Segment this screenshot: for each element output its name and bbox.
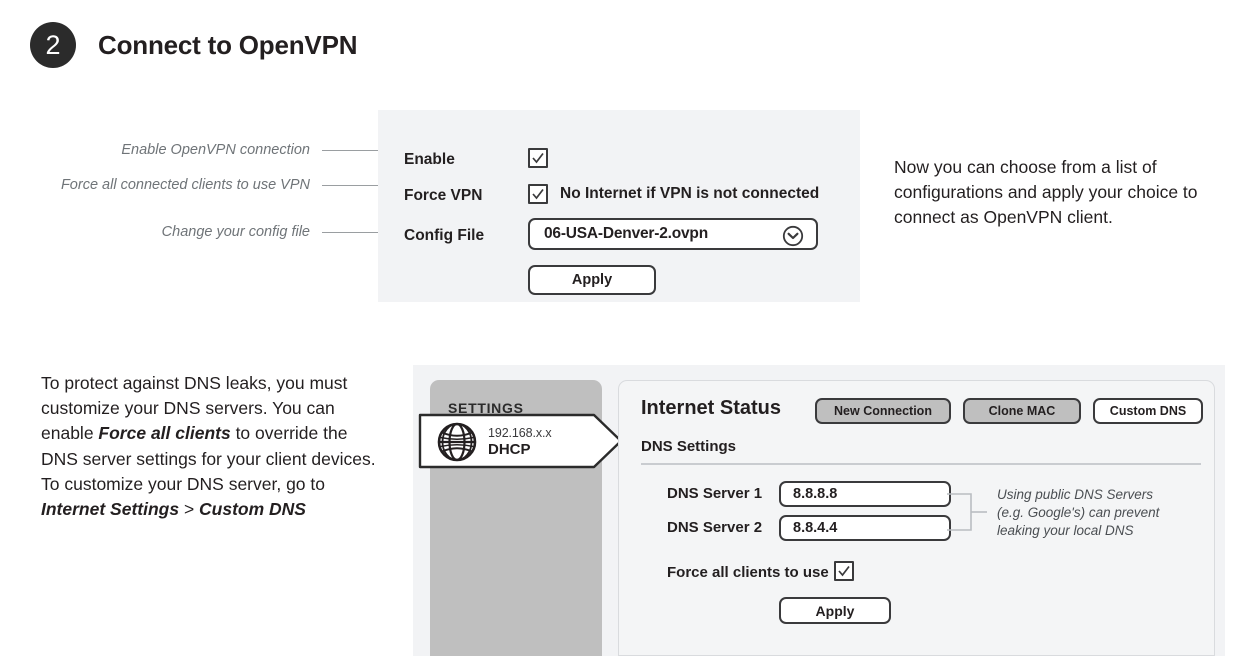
force-all-clients-checkbox[interactable] (834, 561, 854, 581)
dhcp-mode-label: DHCP (488, 441, 531, 458)
checkbox-checked-icon[interactable] (528, 184, 548, 204)
force-vpn-description: No Internet if VPN is not connected (560, 185, 820, 202)
callout-enable-leader (322, 150, 378, 151)
router-settings-panel: SETTINGS 192.168.x.x DHCP Internet Statu… (413, 365, 1225, 656)
config-file-select[interactable]: 06-USA-Denver-2.ovpn (528, 218, 818, 250)
custom-dns-button[interactable]: Custom DNS (1093, 398, 1203, 424)
page-title: Connect to OpenVPN (98, 29, 358, 60)
openvpn-description-text: Now you can choose from a list of config… (894, 157, 1198, 227)
enable-label: Enable (404, 151, 455, 168)
dns-description-text: To protect against DNS leaks, you must c… (41, 371, 381, 522)
chevron-down-circle-icon[interactable] (782, 225, 804, 252)
dns-note-bold3: Custom DNS (199, 498, 306, 519)
dns-note-bold2: Internet Settings (41, 498, 180, 519)
dns-note-bold1: Force all clients (98, 423, 231, 444)
internet-status-content-panel: Internet Status New Connection Clone MAC… (618, 380, 1215, 656)
force-vpn-label: Force VPN (404, 187, 483, 204)
vpn-apply-button[interactable]: Apply (528, 265, 656, 295)
callout-enable-label: Enable OpenVPN connection (121, 142, 310, 158)
section-divider (641, 463, 1201, 465)
dns-server-1-input[interactable]: 8.8.8.8 (779, 481, 951, 507)
openvpn-settings-panel: Enable Force VPN No Internet if VPN is n… (378, 110, 860, 302)
callout-config-file-leader (322, 232, 378, 233)
checkbox-checked-icon[interactable] (528, 148, 548, 168)
clone-mac-button[interactable]: Clone MAC (963, 398, 1081, 424)
sidebar-item-dhcp[interactable]: 192.168.x.x DHCP (418, 413, 623, 469)
dns-hint-connector (947, 493, 987, 531)
force-vpn-row[interactable]: No Internet if VPN is not connected (528, 184, 819, 204)
dns-server-1-value: 8.8.8.8 (793, 486, 838, 502)
config-file-label: Config File (404, 227, 485, 244)
dns-settings-section-label: DNS Settings (641, 438, 737, 455)
force-all-clients-label: Force all clients to use (667, 564, 829, 581)
dns-apply-button[interactable]: Apply (779, 597, 891, 624)
dns-server-1-label: DNS Server 1 (667, 485, 763, 502)
dhcp-ip-address: 192.168.x.x (488, 426, 552, 440)
globe-icon (436, 421, 478, 468)
step-header: 2 Connect to OpenVPN (30, 22, 357, 68)
dns-server-2-value: 8.8.4.4 (793, 520, 838, 536)
callout-config-file-label: Change your config file (161, 224, 310, 240)
dns-hint-text: Using public DNS Servers (e.g. Google's)… (997, 487, 1160, 539)
dns-note-part2: to override the DNS server settings for … (41, 423, 376, 494)
callout-force-vpn-leader (322, 185, 378, 186)
callout-force-vpn-label: Force all connected clients to use VPN (60, 177, 310, 193)
dns-server-2-input[interactable]: 8.8.4.4 (779, 515, 951, 541)
internet-status-title: Internet Status (641, 397, 782, 419)
new-connection-button[interactable]: New Connection (815, 398, 951, 424)
dns-note-separator: > (179, 498, 200, 519)
settings-sidebar-title: SETTINGS (448, 400, 524, 416)
dns-server-2-label: DNS Server 2 (667, 519, 763, 536)
dns-note-part1: To protect against DNS leaks, you must c… (41, 373, 348, 444)
config-file-value: 06-USA-Denver-2.ovpn (544, 225, 708, 242)
step-number-badge: 2 (30, 22, 76, 68)
enable-checkbox[interactable] (528, 148, 548, 173)
